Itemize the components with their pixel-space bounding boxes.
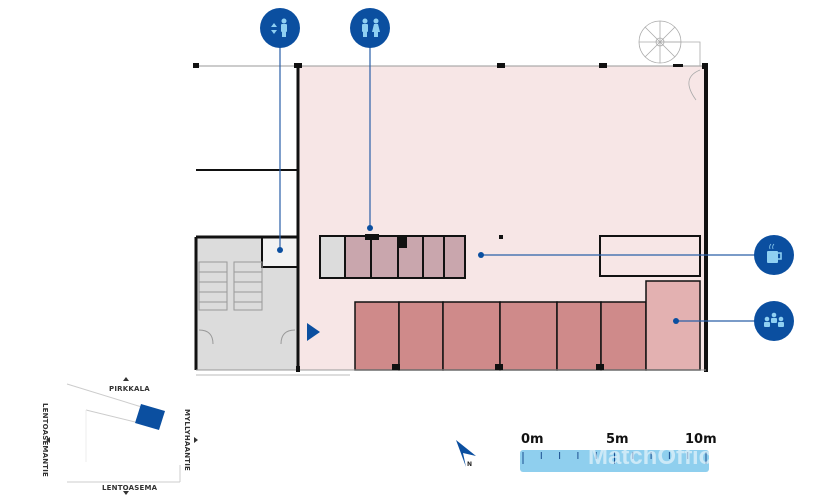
scale-label-5: 5m [606,432,629,447]
compass-label: N [467,461,473,468]
people-group-icon [764,312,784,327]
east-arrow-icon [194,437,198,443]
fixture [397,236,407,248]
column [499,235,503,239]
coffee-cup-icon [767,243,782,263]
label-myllyhaantie: MYLLYHAANTIE [183,408,192,472]
storage-room [319,235,346,279]
kitchen-counter [599,235,701,277]
leader-lines [279,45,755,322]
wall-columns [193,63,708,372]
building-location-marker [135,404,165,430]
meeting-room [600,301,647,371]
spiral-staircase [638,20,701,101]
meeting-rooms [354,301,647,371]
meeting-room [556,301,602,371]
wc-icon [362,18,380,37]
fixture [365,234,379,240]
meeting-room [499,301,558,371]
label-lentoasemantie: LENTOASEMANTIE [41,402,50,478]
meeting-marker[interactable] [754,301,794,341]
meeting-room [442,301,501,371]
label-lentoasema: LENTOASEMA [102,484,158,492]
scale-label-0: 0m [521,432,544,447]
kitchen-marker[interactable] [754,235,794,275]
large-meeting-room [645,280,701,371]
accessible-wc-marker[interactable] [260,8,300,48]
meeting-room [354,301,400,371]
location-map [46,377,198,495]
south-arrow-icon [123,491,129,495]
scale-bar [520,450,709,472]
wc-marker[interactable] [350,8,390,48]
accessible-wc-icon [271,18,287,37]
scale-label-10: 10m [685,432,717,447]
meeting-room [398,301,444,371]
west-arrow-icon [46,437,50,443]
north-arrow-icon [123,377,129,381]
compass-arrow-icon [456,440,476,467]
label-pirkkala: PIRKKALA [109,385,150,393]
stair-lines [198,261,296,345]
watermark: MatchOffice [588,443,726,470]
entrance-arrow-icon [307,323,320,341]
leader-dots [277,225,679,324]
